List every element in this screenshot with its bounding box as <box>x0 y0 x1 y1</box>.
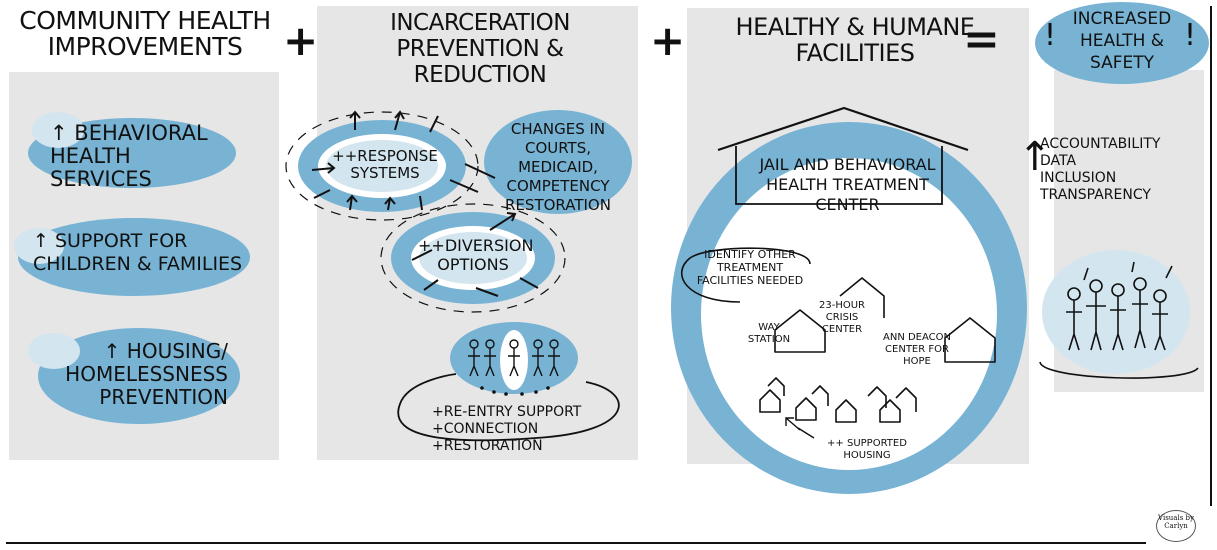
courts-blob <box>484 110 632 214</box>
housing-item: ↑ HOUSING/ HOMELESSNESS PREVENTION <box>58 340 228 409</box>
result-title: INCREASED HEALTH & SAFETY <box>1072 9 1172 73</box>
reentry-loop <box>397 322 620 442</box>
behavioral-health-label: BEHAVIORAL HEALTH SERVICES <box>50 121 208 191</box>
up-arrow-icon: ↑ <box>50 121 68 145</box>
building-label: JAIL and BEHAVIORAL HEALTH TREATMENT CEN… <box>759 155 936 214</box>
building-icon <box>717 106 969 205</box>
signature-logo: Visuals by Carlyn <box>1156 510 1196 542</box>
housing-label: HOUSING/ HOMELESSNESS PREVENTION <box>65 339 228 409</box>
support-children-item: ↑ SUPPORT for CHILDREN & FAMILIES <box>33 230 253 276</box>
signature-text: Visuals by Carlyn <box>1158 514 1194 530</box>
connection-label: +CONNECTION <box>432 421 539 437</box>
ann-deacon-label: ANN DEACON CENTER for HOPE <box>883 332 951 367</box>
up-arrow-icon: ↑ <box>33 230 49 252</box>
response-rings <box>285 111 479 221</box>
accountability-label: ACCOUNTABILITY <box>1040 136 1161 152</box>
community-blob-2-accent <box>14 228 64 264</box>
plus-operator-2: + <box>650 16 686 65</box>
exclaim-left: ! <box>1044 18 1057 53</box>
up-arrow-icon: ↑ <box>103 339 121 363</box>
community-blob-3-accent <box>28 333 80 369</box>
support-children-label: SUPPORT for CHILDREN & FAMILIES <box>33 230 243 275</box>
behavioral-health-item: ↑ BEHAVIORAL HEALTH SERVICES <box>50 122 225 191</box>
houses-icons <box>759 277 996 439</box>
result-title-blob <box>1035 2 1209 84</box>
courts-label: CHANGES IN COURTS, MEDICAID, COMPETENCY … <box>505 120 611 214</box>
data-label: DATA <box>1040 153 1077 169</box>
crisis-center-label: 23-HOUR CRISIS CENTER <box>819 300 865 335</box>
incarceration-title: INCARCERATION PREVENTION & REDUCTION <box>390 10 570 88</box>
facilities-title: HEALTHY & HUMANE FACILITIES <box>735 13 975 67</box>
reentry-list: +RE-ENTRY SUPPORT +CONNECTION +RESTORATI… <box>432 404 632 455</box>
community-title: COMMUNITY HEALTH IMPROVEMENTS <box>19 6 271 61</box>
exclaim-right: ! <box>1184 18 1197 53</box>
arrows-decoration <box>311 110 539 297</box>
transparency-label: TRANSPARENCY <box>1040 187 1151 203</box>
plus-operator-1: + <box>283 16 319 65</box>
footer-rule <box>6 542 1146 544</box>
community-blob-1-accent <box>32 112 84 148</box>
diversion-options-label: ++DIVERSION OPTIONS <box>418 236 534 274</box>
restoration-label: +RESTORATION <box>432 438 543 454</box>
way-station-label: WAY STATION <box>747 322 791 345</box>
crowd-icon <box>1039 250 1199 379</box>
diversion-rings <box>380 203 566 313</box>
reentry-support-label: +RE-ENTRY SUPPORT <box>432 404 582 420</box>
result-list: ACCOUNTABILITY DATA INCLUSION TRANSPAREN… <box>1040 136 1200 204</box>
identify-label: IDENTIFY OTHER TREATMENT FACILITIES NEED… <box>696 248 804 287</box>
response-systems-label: ++RESPONSE SYSTEMS <box>332 147 438 182</box>
equals-operator: = <box>963 14 1000 65</box>
result-arrow: ↑ <box>1018 134 1052 180</box>
inclusion-label: INCLUSION <box>1040 170 1117 186</box>
right-rule <box>1210 6 1212 506</box>
identify-loop <box>680 247 811 303</box>
supported-housing-label: ++ SUPPORTED HOUSING <box>827 438 907 461</box>
